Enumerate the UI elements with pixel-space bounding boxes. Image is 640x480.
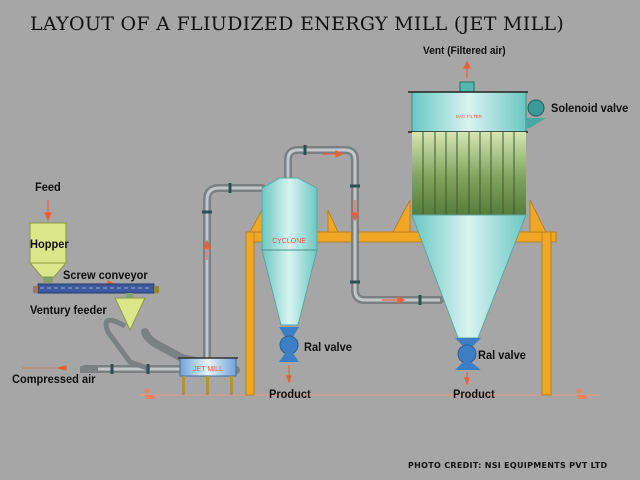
cyclone-vessel: [261, 177, 318, 326]
screw-conveyor-label: Screw conveyor: [63, 268, 148, 282]
ventury-pipe: [103, 317, 151, 372]
worker-icon-right: [576, 388, 587, 399]
ral-valve-2: [455, 338, 481, 370]
product-2-label: Product: [453, 387, 495, 401]
compressed-air-label: Compressed air: [12, 372, 96, 386]
hopper-label: Hopper: [30, 237, 69, 251]
ral-valve-2-label: Ral valve: [478, 348, 526, 362]
feed-label: Feed: [35, 180, 61, 194]
ventury-feeder: [114, 293, 146, 332]
solenoid-valve-label: Solenoid valve: [551, 101, 629, 115]
ventury-feeder-label: Ventury feeder: [30, 303, 107, 317]
photo-credit: PHOTO CREDIT: NSI EQUIPMENTS PVT LTD: [408, 461, 608, 470]
ral-valve-1-label: Ral valve: [304, 340, 352, 354]
hopper: [28, 222, 68, 283]
vent-label: Vent (Filtered air): [423, 45, 506, 57]
ral-valve-1: [279, 327, 299, 362]
screw-conveyor: [33, 283, 159, 294]
pipe-network: [81, 146, 444, 374]
compressed-air-nozzle: [80, 366, 98, 373]
worker-icon-left: [144, 388, 155, 399]
pipe-flanges: [110, 145, 422, 374]
jet-mill-label: JET MILL: [193, 366, 223, 373]
diagram-title: LAYOUT OF A FLIUDIZED ENERGY MILL (JET M…: [30, 13, 565, 35]
bag-filter-label: BAG FILTER: [456, 114, 483, 119]
jet-mill-vessel: [178, 357, 238, 395]
steel-support-frame: [245, 199, 557, 396]
bag-filter: [408, 81, 528, 339]
solenoid-valve: [526, 99, 546, 128]
product-1-label: Product: [269, 387, 311, 401]
cyclone-label: CYCLONE: [272, 238, 306, 245]
